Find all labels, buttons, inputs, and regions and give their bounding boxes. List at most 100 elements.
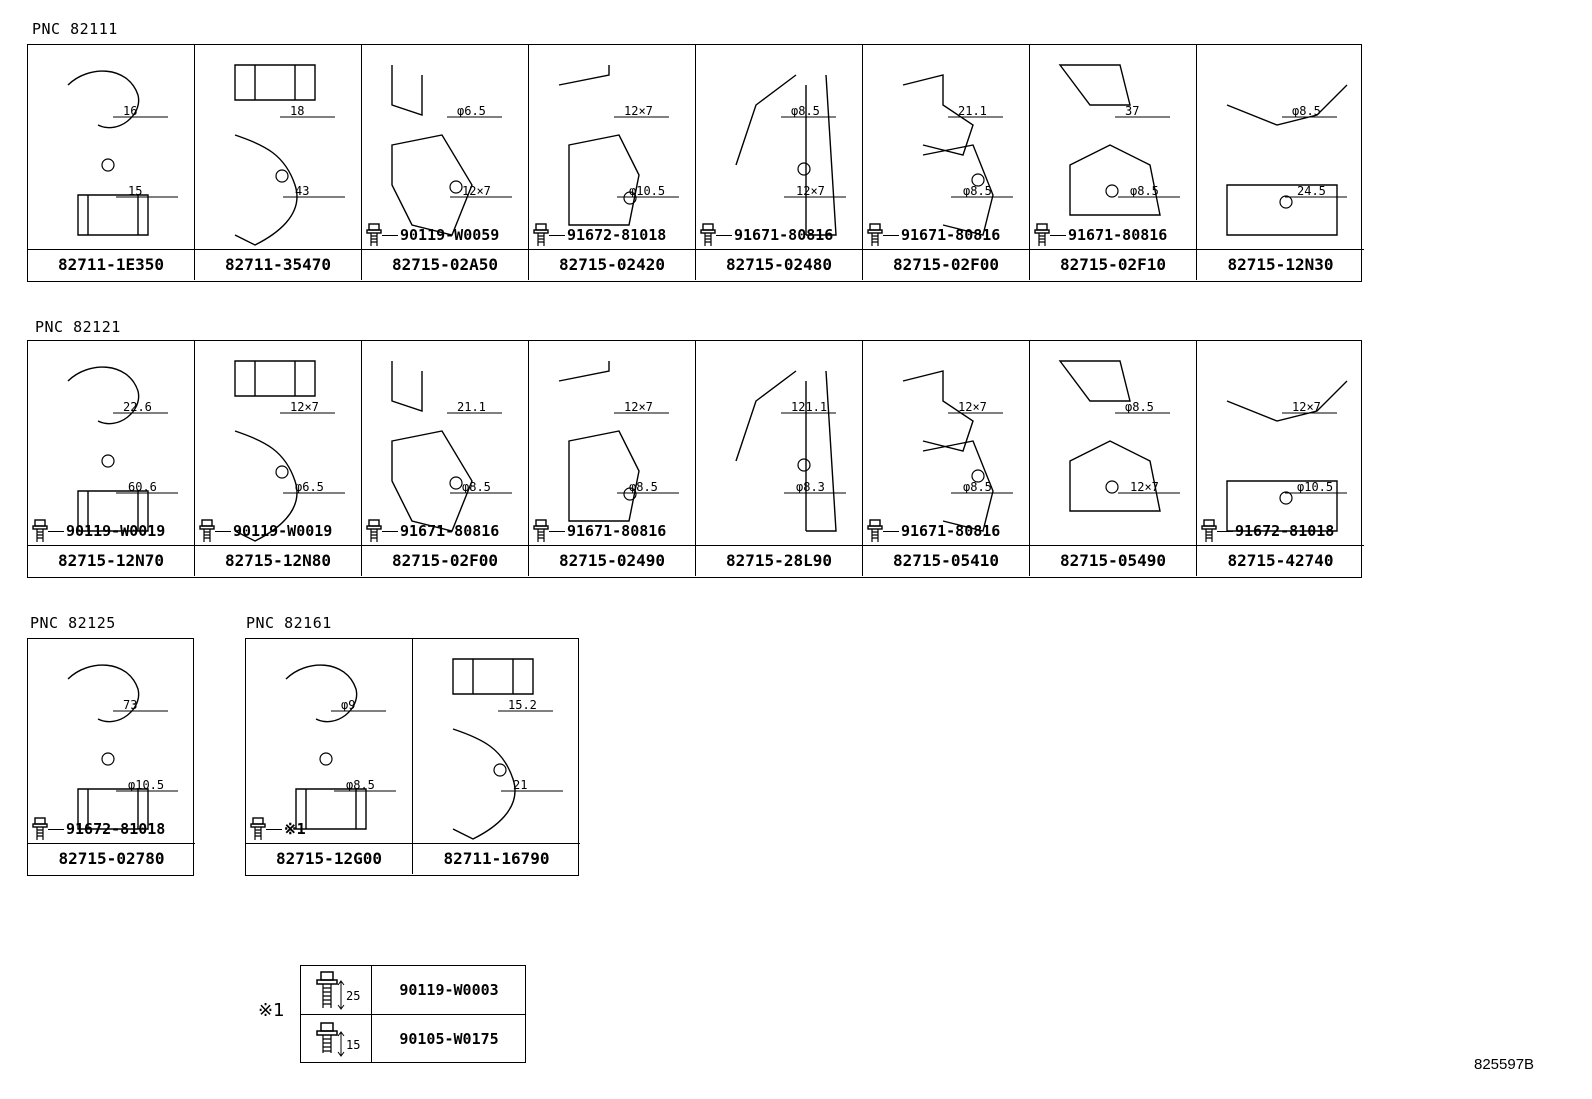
part-number: 82715-42740: [1197, 545, 1364, 576]
part-number: 82715-12N70: [28, 545, 194, 576]
dimension-label: 12×7: [290, 400, 319, 414]
bolt-part-number: 91671-80816: [567, 522, 667, 540]
dimension-label: 60.6: [128, 480, 157, 494]
mounting-hole: [493, 763, 507, 777]
legend-row: 15 90105-W0175: [301, 1014, 525, 1063]
mounting-hole: [971, 469, 985, 483]
dimension-label: 37: [1125, 104, 1139, 118]
part-number: 82715-05490: [1030, 545, 1196, 576]
dimension-label: φ8.5: [1125, 400, 1154, 414]
part-illustration: [1058, 360, 1161, 512]
mounting-hole: [623, 487, 637, 501]
part-number: 82715-02A50: [362, 249, 528, 280]
bolt-part-number: ※1: [284, 820, 306, 838]
mounting-hole: [101, 752, 115, 766]
dimension-label: 12×7: [1292, 400, 1321, 414]
part-drawing: 15.221: [452, 658, 563, 840]
bolt-icon: 25: [301, 966, 372, 1014]
part-number: 82715-02F00: [863, 249, 1029, 280]
bolt-callout: 90119-W0059: [366, 222, 499, 248]
dimension-label: 43: [295, 184, 309, 198]
pnc-label-82125: PNC 82125: [30, 614, 116, 632]
mounting-hole: [971, 173, 985, 187]
dimension-label: 12×7: [624, 400, 653, 414]
bolt-icon: [867, 519, 883, 542]
part-drawing: φ8.512×7: [735, 74, 846, 236]
dimension-label: φ6.5: [295, 480, 324, 494]
dimension-label: 15: [128, 184, 142, 198]
dimension-label: φ10.5: [1297, 480, 1333, 494]
bolt-icon: [32, 519, 48, 542]
bolt-icon: [533, 519, 549, 542]
part-number: 82715-02480: [696, 249, 862, 280]
part-illustration: [558, 65, 640, 226]
part-illustration: [391, 65, 473, 236]
bolt-part-number: 90119-W0019: [233, 522, 333, 540]
bolt-callout: 91672-81018: [533, 222, 666, 248]
dimension-label: 121.1: [791, 400, 827, 414]
dimension-label: 12×7: [958, 400, 987, 414]
part-illustration: [902, 74, 994, 236]
legend-length: 25: [346, 989, 360, 1003]
dimension-label: φ9: [341, 698, 355, 712]
dimension-label: 21.1: [958, 104, 987, 118]
dimension-label: φ8.5: [1130, 184, 1159, 198]
dimension-label: φ8.5: [629, 480, 658, 494]
bolt-callout: 91672-81018: [1201, 518, 1334, 544]
dimension-label: φ8.5: [963, 480, 992, 494]
bolt-icon: [366, 223, 382, 246]
part-drawing: 22.6 60.6: [67, 366, 178, 532]
bolt-part-number: 91672-81018: [66, 820, 166, 838]
dimension-label: 21: [513, 778, 527, 792]
mounting-hole: [319, 752, 333, 766]
dimension-label: φ8.5: [791, 104, 820, 118]
part-illustration: [558, 361, 640, 522]
bolt-callout: 91671-80816: [700, 222, 833, 248]
dimension-label: 18: [290, 104, 304, 118]
dimension-label: φ8.5: [462, 480, 491, 494]
mounting-hole: [797, 162, 811, 176]
dimension-label: 21.1: [457, 400, 486, 414]
part-drawing: φ8.5 12×7: [1058, 360, 1180, 512]
bolt-callout: 91671-80816: [867, 518, 1000, 544]
part-drawing: 21.1φ8.5: [902, 74, 1013, 236]
mounting-hole: [1105, 184, 1119, 198]
dimension-label: 22.6: [123, 400, 152, 414]
bolt-icon: [533, 223, 549, 246]
bolt-part-number: 90119-W0059: [400, 226, 500, 244]
part-illustration: [285, 664, 367, 830]
bolt-callout: 91671-80816: [533, 518, 666, 544]
part-drawing: 12×7 φ10.5: [1226, 380, 1348, 532]
part-illustration: [1058, 64, 1161, 216]
part-number: 82715-12N30: [1197, 249, 1364, 280]
diagram-id: 825597B: [1474, 1056, 1535, 1073]
bolt-part-number: 91671-80816: [901, 522, 1001, 540]
legend-part-number: 90105-W0175: [399, 1030, 499, 1048]
dimension-label: 12×7: [1130, 480, 1159, 494]
dimension-label: φ10.5: [128, 778, 164, 792]
part-number: 82711-1E350: [28, 249, 194, 280]
pnc-label-82111: PNC 82111: [32, 20, 118, 38]
part-drawing: 12×7 φ8.5: [558, 361, 679, 522]
bolt-part-number: 91671-80816: [734, 226, 834, 244]
bolt-callout: 91671-80816: [867, 222, 1000, 248]
mounting-hole: [623, 191, 637, 205]
mounting-hole: [449, 476, 463, 490]
bolt-part-number: 91671-80816: [1068, 226, 1168, 244]
reference-mark: ※1: [258, 1000, 285, 1021]
part-number: 82715-12G00: [246, 843, 412, 874]
pnc-label-82121: PNC 82121: [35, 318, 121, 336]
